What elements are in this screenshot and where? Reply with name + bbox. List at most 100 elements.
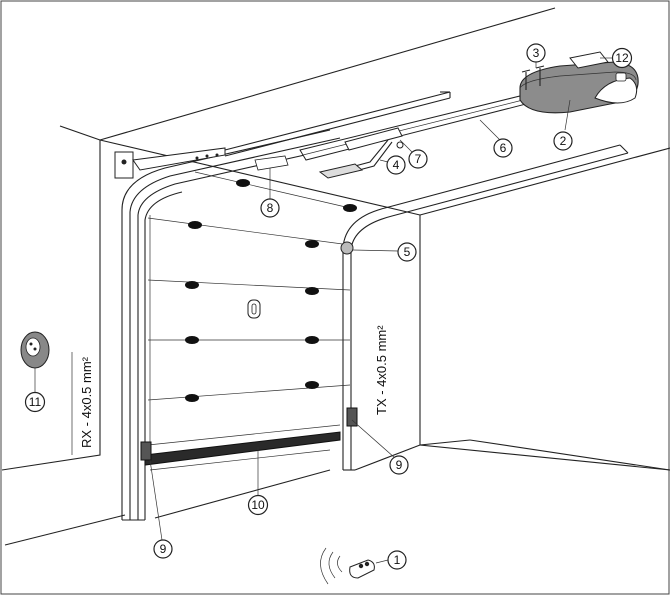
leader-7 [399,139,413,153]
key-selector-face [25,337,41,357]
left-track-edge [144,191,183,520]
floor-line-mid [354,444,421,471]
callout-9a: 9 [153,539,173,559]
bracket-bolt [121,159,127,165]
floor-line-left [4,514,126,546]
tx-cable-label: TX - 4x0.5 mm² [374,325,389,415]
rx-cable-label: RX - 4x0.5 mm² [79,356,94,448]
panel-line [147,217,351,246]
leader-9b [351,419,396,459]
operator-motor [519,51,639,114]
callout-9b: 9 [389,455,409,475]
callout-10-label: 10 [251,498,265,512]
leader-6 [479,119,501,141]
left-track-mid [129,137,341,520]
panel-line [147,279,351,291]
door-rollers [185,179,357,402]
right-vertical-track [342,248,352,470]
callout-2: 2 [553,131,573,151]
safety-edge [144,431,341,466]
photocell-transmitter [346,407,358,427]
callout-6-label: 6 [500,141,507,155]
left-track-inner [137,145,346,520]
callout-3: 3 [526,43,546,63]
ceiling-right-edge [419,147,670,216]
corner-bracket [114,151,134,179]
callout-10: 10 [247,494,269,516]
roller [343,204,357,212]
roller [185,281,199,289]
operator-rail [299,95,527,179]
signal-wave [337,555,343,573]
floor-line-right [419,439,471,446]
key-selector-button [29,342,33,346]
callout-5-label: 5 [404,245,411,259]
ceiling-front-edge [99,139,421,216]
door-handle [247,299,261,319]
roller [305,381,319,389]
door-left-track [114,129,346,521]
shaft-hole [195,156,199,160]
leader-lines [34,57,612,564]
callout-9a-label: 9 [160,542,167,556]
release-knob [396,141,404,149]
photocell-light [340,241,354,255]
photocell-receiver [140,441,152,461]
callout-9b-label: 9 [396,458,403,472]
door-panels [147,171,351,450]
floor-line-door [154,469,331,519]
ceiling-plate [569,51,609,69]
remote-transmitter [320,547,375,585]
remote-body [349,559,375,579]
callout-3-label: 3 [533,46,540,60]
signal-wave [320,547,329,585]
signal-wave [328,551,336,579]
remote-button [364,561,370,567]
callout-8-label: 8 [267,201,274,215]
callout-12: 12 [611,47,633,69]
roller [236,179,250,187]
floor-line-far [469,439,670,471]
leader-5 [352,249,399,252]
callout-12-label: 12 [615,51,629,65]
callout-4: 4 [386,155,406,175]
callout-8: 8 [260,198,280,218]
callouts: 1 2 3 4 5 6 7 8 9 9 10 11 12 [24,43,633,570]
door-top-edge [194,171,351,209]
left-track-outer [121,129,331,520]
callout-11: 11 [24,391,46,413]
roller [305,336,319,344]
door-handle-grip [251,303,257,315]
room-structure [1,7,670,546]
ceiling-bracket [254,155,289,200]
bracket-plate [254,155,289,171]
leader-4 [379,159,389,163]
key-selector-button [33,347,37,351]
callout-7-label: 7 [415,152,422,166]
leader-9a [149,459,163,541]
left-horizontal-track [224,91,451,151]
key-selector [20,331,50,369]
hanger-left-top [521,69,531,73]
roller [185,394,199,402]
leader-2 [564,99,571,131]
remote-button [358,563,364,569]
roller [305,240,319,248]
callout-5: 5 [397,242,417,262]
shaft-hole [215,153,219,157]
leader-1 [375,559,389,564]
panel-bottom-edge [147,424,341,446]
rail-groove [302,99,524,156]
ceiling-back-edge [99,7,556,141]
hanger-right-top [535,65,545,69]
callout-1-label: 1 [394,553,401,567]
callout-7: 7 [408,149,428,169]
callout-4-label: 4 [393,158,400,172]
spring-shaft [132,147,226,171]
callout-1: 1 [387,550,407,570]
right-wall [419,215,670,471]
callout-2-label: 2 [560,134,567,148]
